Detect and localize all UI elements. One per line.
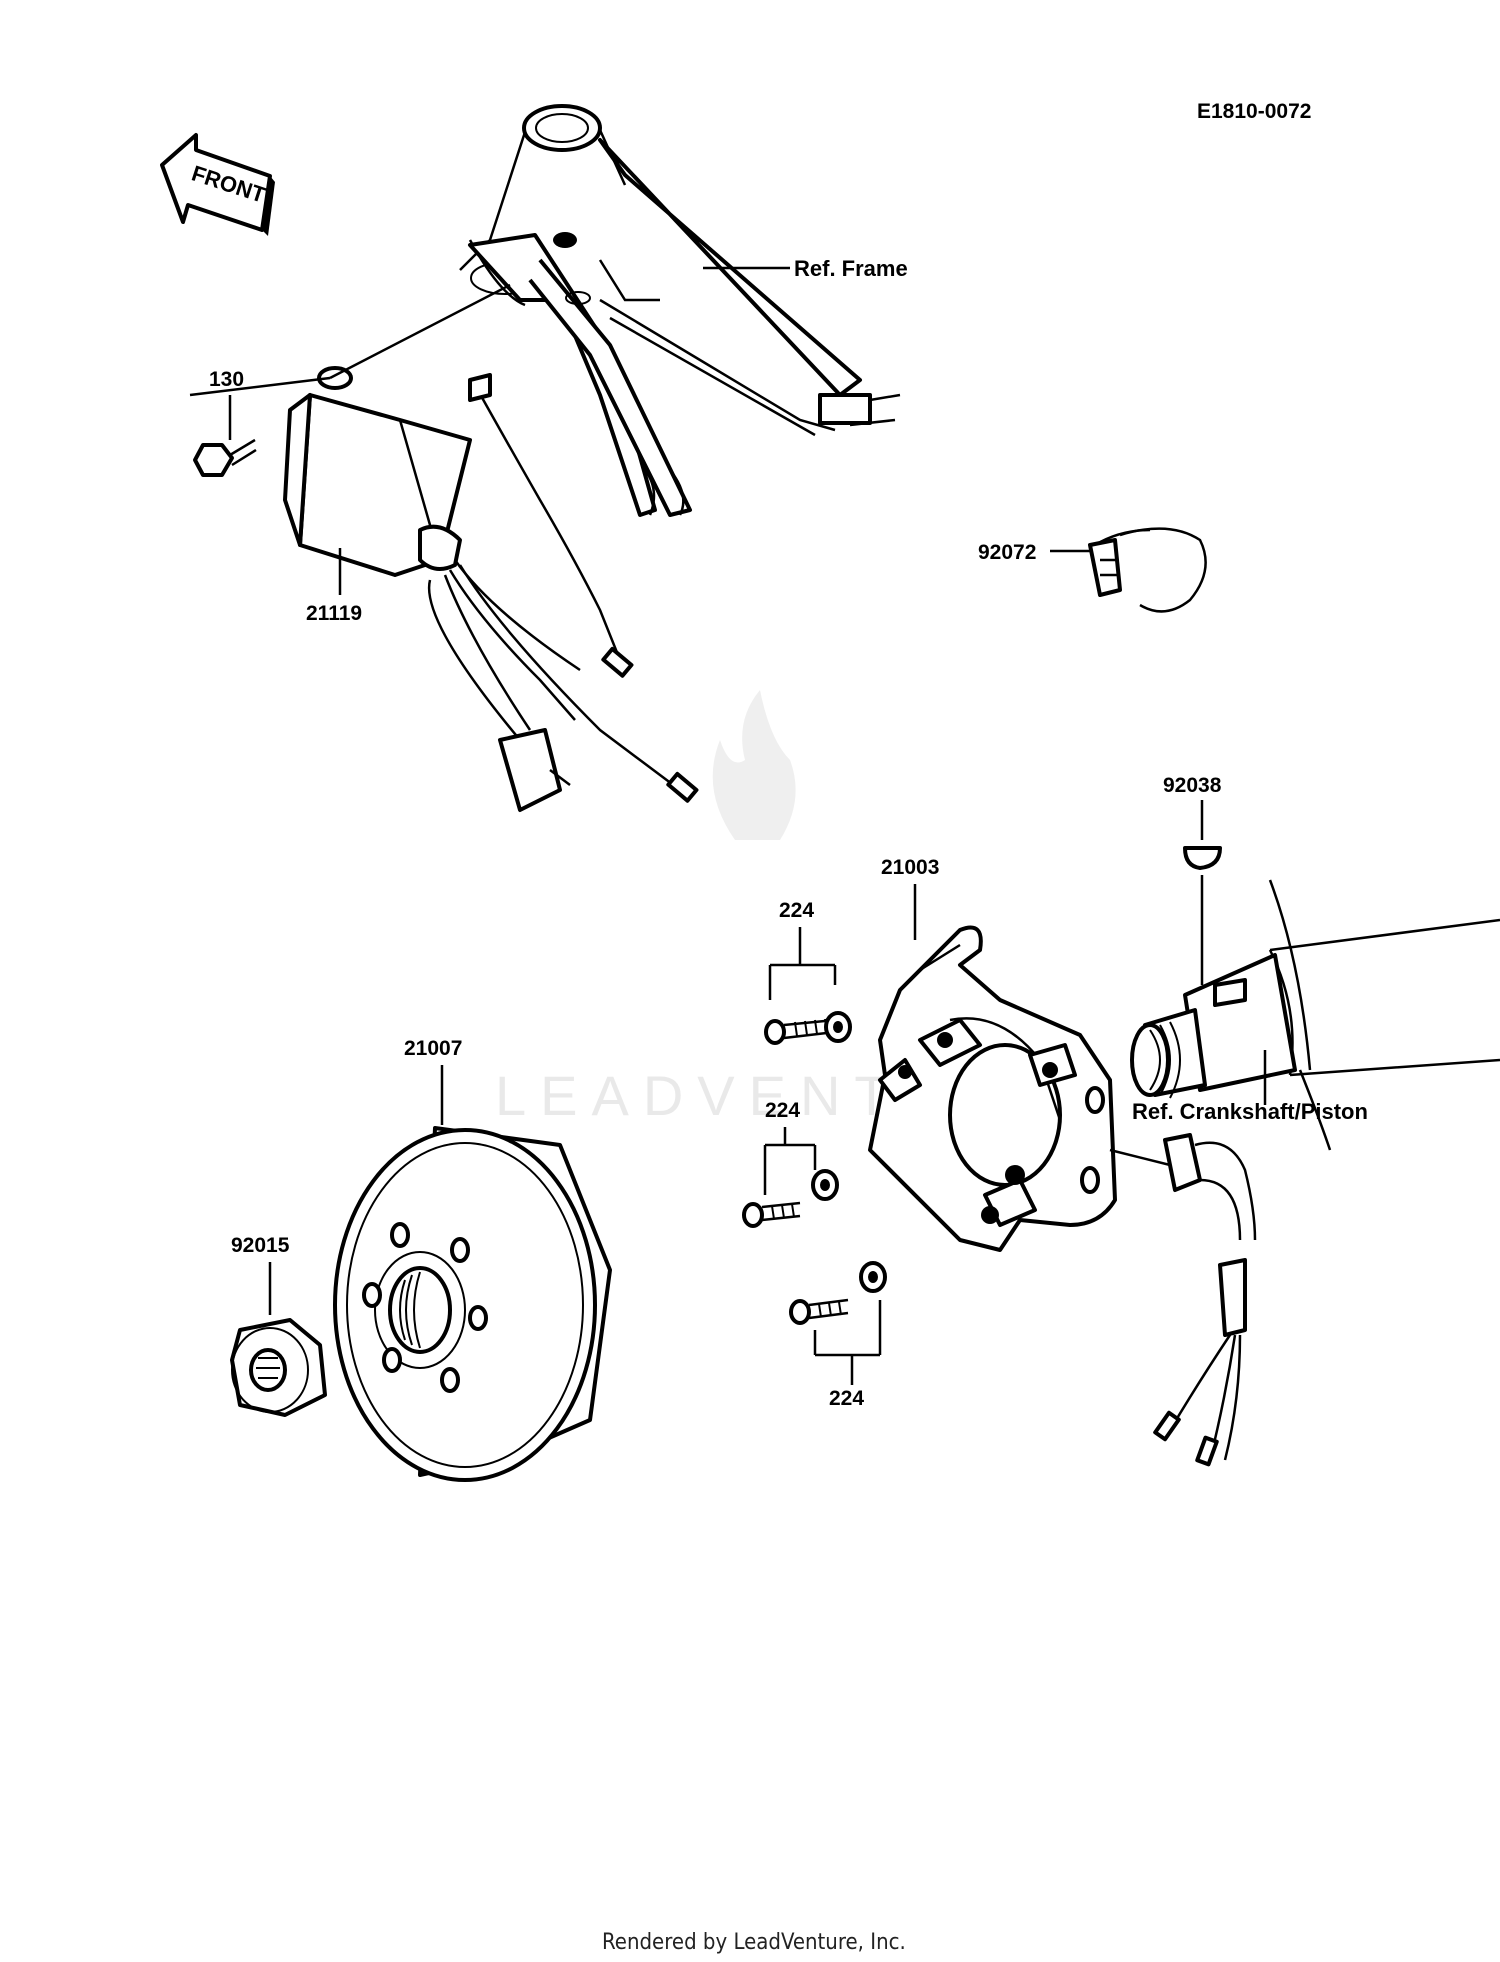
p92072-label: 92072 — [978, 541, 1036, 564]
crankshaft-drawing — [1130, 879, 1500, 1151]
woodruff-key-icon — [1183, 846, 1222, 870]
flywheel-drawing — [333, 1126, 612, 1482]
p224-a-label: 224 — [779, 899, 814, 922]
front-arrow-icon: FRONT — [160, 133, 275, 236]
cdi-unit-drawing — [283, 366, 699, 812]
screw-224-c-icon — [789, 1261, 887, 1325]
p21119-label: 21119 — [306, 602, 362, 625]
footer-text: Rendered by LeadVenture, Inc. — [602, 1930, 906, 1955]
p224-b-label: 224 — [765, 1099, 800, 1122]
nut-92015-icon — [230, 1318, 327, 1417]
p224-c-label: 224 — [829, 1387, 864, 1410]
screw-224-a-icon — [764, 1011, 852, 1045]
stator-plate-drawing — [868, 925, 1257, 1467]
diagram-code: E1810-0072 — [1197, 100, 1311, 123]
bolt-130-icon — [193, 438, 257, 477]
frame-drawing — [459, 104, 901, 517]
p21007-label: 21007 — [404, 1037, 462, 1060]
p130-label: 130 — [209, 368, 244, 391]
p92015-label: 92015 — [231, 1234, 290, 1257]
p92038-label: 92038 — [1163, 774, 1222, 797]
clamp-92072-drawing — [1088, 527, 1207, 613]
p21003-label: 21003 — [881, 856, 939, 879]
screw-224-b-icon — [742, 1169, 839, 1228]
ref-crankshaft-label: Ref. Crankshaft/Piston — [1132, 1099, 1368, 1124]
ref-frame-label: Ref. Frame — [794, 256, 908, 281]
